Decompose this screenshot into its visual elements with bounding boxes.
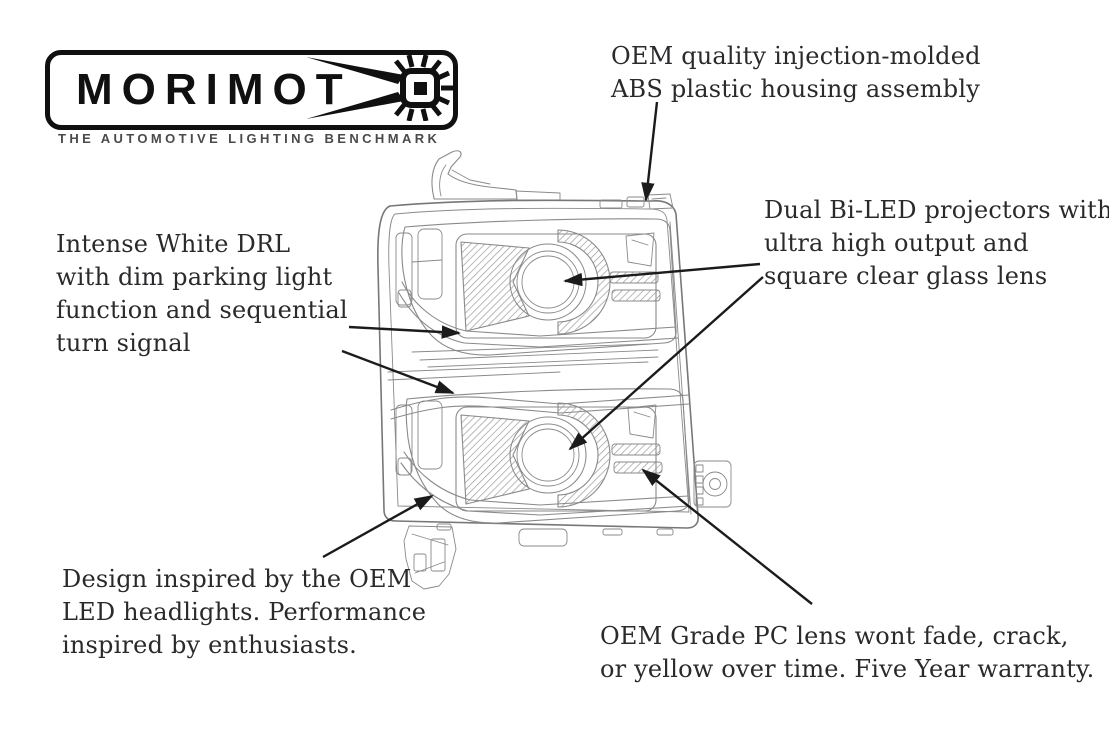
annotation-projectors: Dual Bi-LED projectors with ultra high o… (764, 194, 1109, 293)
annotation-design-line: LED headlights. Performance (62, 598, 427, 626)
lower-drl-bottom-sweep (400, 451, 691, 516)
lower-projector-lens (509, 416, 587, 494)
annotation-projectors-line: Dual Bi-LED projectors with (764, 196, 1109, 224)
annotation-projectors-line: square clear glass lens (764, 262, 1048, 290)
annotation-drl-line: Intense White DRL (56, 230, 291, 258)
housing-inner-line (388, 207, 690, 513)
annotation-housing-line: ABS plastic housing assembly (611, 75, 980, 103)
lower-lamp (390, 388, 691, 524)
upper-left-reflector-ribs (395, 228, 443, 308)
annotation-projectors-line: ultra high output and (764, 229, 1029, 257)
morimoto-logo: MORIMOT (45, 50, 458, 130)
annotation-design-line: Design inspired by the OEM (62, 565, 412, 593)
annotation-lens-line: OEM Grade PC lens wont fade, crack, (600, 622, 1069, 650)
morimoto-logo-text: MORIMOT (76, 65, 352, 114)
lower-shroud-fan (460, 414, 530, 505)
annotation-lens-line: or yellow over time. Five Year warranty. (600, 655, 1095, 683)
arrow-design (322, 494, 434, 559)
upper-projector-lens (509, 243, 587, 321)
upper-projector-ring (557, 229, 611, 335)
middle-trim-band (387, 349, 659, 381)
arrow-lower-projector (568, 276, 764, 451)
bottom-tabs (436, 523, 674, 547)
annotation-drl-line: with dim parking light (56, 263, 333, 291)
lower-right-trim (611, 404, 663, 474)
lower-projector-shroud (455, 406, 657, 512)
upper-shroud-fan (460, 241, 530, 332)
upper-projector-shroud (455, 233, 657, 339)
logo-tagline: THE AUTOMOTIVE LIGHTING BENCHMARK (58, 131, 441, 146)
morimoto-sunburst-o-icon (300, 53, 456, 126)
lower-bezel (405, 388, 690, 524)
annotation-lens: OEM Grade PC lens wont fade, crack, or y… (600, 620, 1094, 686)
arrow-lens (641, 468, 813, 605)
annotation-design: Design inspired by the OEM LED headlight… (62, 563, 426, 662)
upper-bezel (401, 218, 677, 356)
annotation-housing-line: OEM quality injection-molded (611, 42, 981, 70)
arrow-housing (641, 101, 659, 202)
upper-drl-lightguide (398, 281, 679, 353)
side-adjuster-bracket (693, 460, 732, 508)
lower-projector-ring (557, 402, 611, 508)
housing-outline (377, 199, 699, 529)
annotation-drl: Intense White DRL with dim parking light… (56, 228, 348, 360)
top-mounting-bracket (431, 150, 561, 201)
upper-lamp (395, 218, 679, 356)
lower-left-reflector-ribs (395, 400, 443, 476)
arrow-upper-drl (348, 325, 461, 339)
bottom-mounting-bracket (403, 525, 457, 590)
arrow-lower-drl (341, 349, 455, 395)
annotation-drl-line: function and sequential (56, 296, 348, 324)
annotation-housing: OEM quality injection-molded ABS plastic… (611, 40, 981, 106)
upper-right-trim (609, 232, 661, 302)
annotation-drl-line: turn signal (56, 329, 191, 357)
annotation-design-line: inspired by enthusiasts. (62, 631, 357, 659)
headlight-drawing (377, 150, 732, 590)
arrow-upper-projector (563, 262, 761, 287)
